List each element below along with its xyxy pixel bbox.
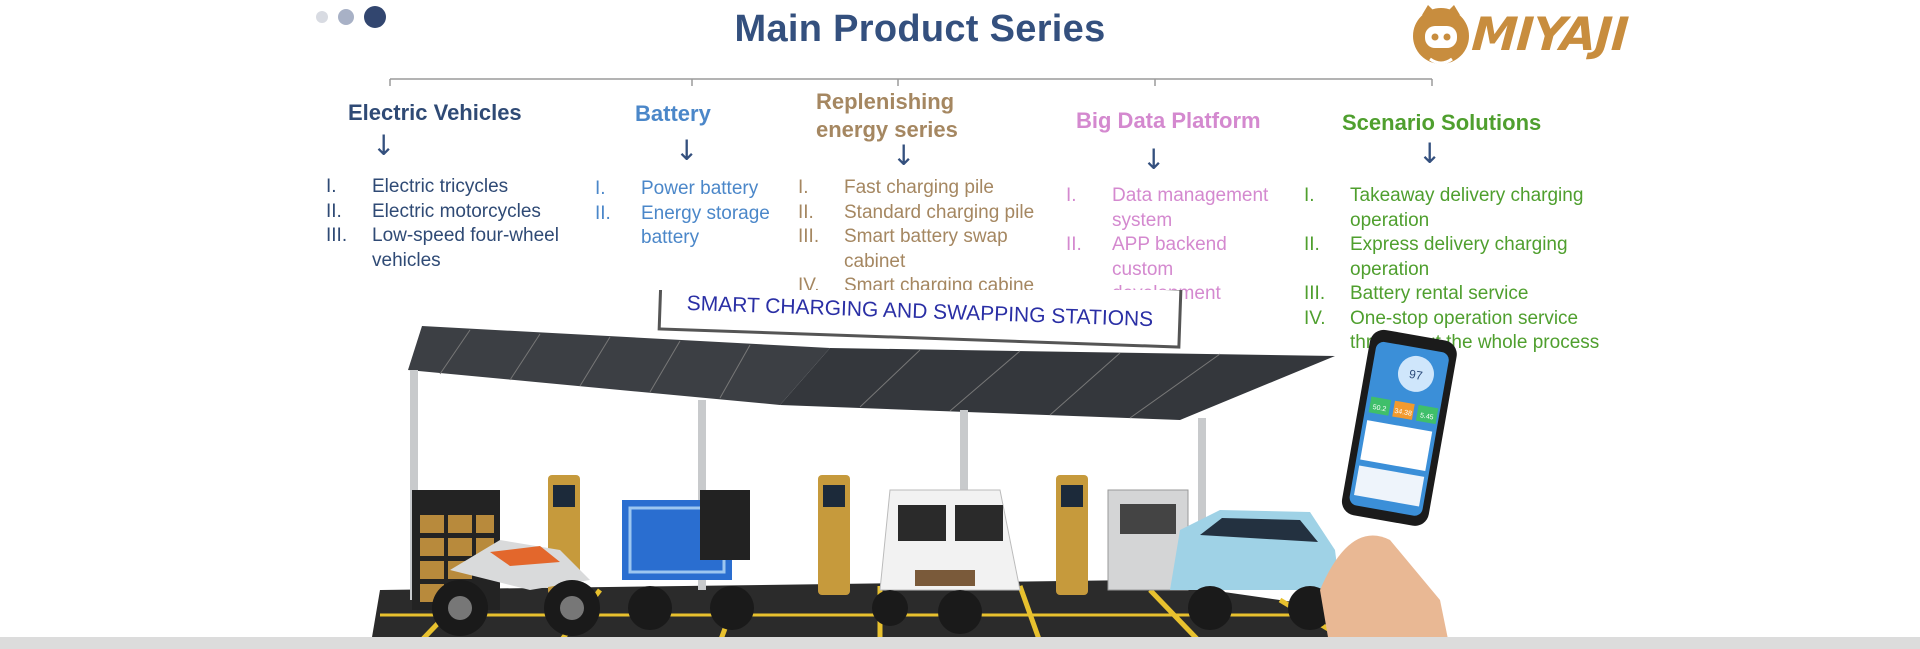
carousel-dot-3-active[interactable] <box>364 6 386 28</box>
svg-text:97: 97 <box>1408 367 1424 383</box>
series-heading-replenishing-energy: Replenishing energy series <box>816 89 958 142</box>
low-speed-four-wheel-vehicle <box>1170 510 1340 630</box>
svg-text:34.38: 34.38 <box>1394 408 1413 418</box>
list-item: III.Low-speed four-wheel vehicles <box>326 225 559 271</box>
svg-text:5.45: 5.45 <box>1419 412 1434 421</box>
list-item: I.Takeaway delivery charging operation <box>1304 185 1584 231</box>
down-arrow-icon: ↓ <box>892 139 916 172</box>
series-heading-battery: Battery <box>635 101 711 126</box>
list-item: II.Electric motorcycles <box>326 200 541 222</box>
electric-cargo-tricycle <box>622 490 754 630</box>
carousel-dots[interactable] <box>316 6 386 28</box>
list-item: I.Power battery <box>595 178 759 199</box>
replenishing-energy-list: I.Fast charging pile II.Standard chargin… <box>798 176 1058 299</box>
down-arrow-icon: ↓ <box>1418 137 1442 170</box>
list-item: II.Standard charging pile <box>798 201 1035 223</box>
series-heading-big-data-platform: Big Data Platform <box>1076 108 1261 133</box>
passenger-tricycle <box>872 489 1021 634</box>
station-sign <box>657 290 1183 349</box>
list-item: I.Data management system <box>1066 185 1269 231</box>
list-item: III.Smart battery swap cabinet <box>798 226 1008 272</box>
series-tree-connector <box>389 78 1433 86</box>
list-item: II.Energy storage battery <box>595 202 770 249</box>
down-arrow-icon: ↓ <box>1142 143 1166 176</box>
svg-text:50.2: 50.2 <box>1372 404 1387 413</box>
miyaji-mascot-icon <box>1413 5 1469 65</box>
smartphone-app-illustration: 97 50.2 34.38 5.45 <box>1320 329 1457 649</box>
footer-bar <box>0 637 1920 649</box>
series-heading-electric-vehicles: Electric Vehicles <box>348 100 522 125</box>
page-title: Main Product Series <box>734 8 1106 50</box>
list-item: I.Electric tricycles <box>326 176 509 197</box>
charging-station-illustration: SMART CHARGING AND SWAPPING STATIONS <box>370 290 1457 649</box>
series-heading-scenario-solutions: Scenario Solutions <box>1342 110 1542 135</box>
brand-logo[interactable]: MIYAJI <box>1408 0 1662 68</box>
electric-motorcycle <box>432 540 600 636</box>
list-item: III.Battery rental service <box>1304 283 1529 304</box>
big-data-platform-list: I.Data management system II.APP backend … <box>1066 184 1296 307</box>
electric-vehicles-list: I.Electric tricycles II.Electric motorcy… <box>326 175 586 273</box>
list-item: II.Express delivery charging operation <box>1304 234 1568 280</box>
solar-canopy-right <box>780 348 1335 420</box>
solar-canopy-left <box>408 326 830 405</box>
carousel-dot-2[interactable] <box>338 9 354 25</box>
carousel-dot-1[interactable] <box>316 11 328 23</box>
list-item: I.Fast charging pile <box>798 177 994 198</box>
battery-list: I.Power battery II.Energy storage batter… <box>595 177 795 251</box>
down-arrow-icon: ↓ <box>372 129 396 162</box>
down-arrow-icon: ↓ <box>675 134 699 167</box>
